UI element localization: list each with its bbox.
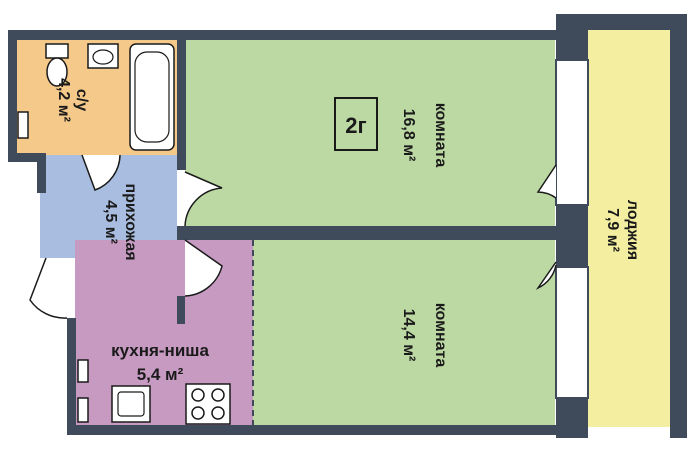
apartment-type-box: [334, 97, 378, 151]
bathroom-area: 4,2 м²: [55, 78, 72, 122]
loggia-floor: [586, 30, 670, 427]
hallway-area: 4,5 м²: [102, 200, 119, 244]
sink: [87, 43, 119, 69]
bathroom-name: с/у: [73, 89, 90, 111]
room-bottom-name: комната: [432, 303, 449, 368]
apartment-type-label: 2г: [345, 113, 366, 138]
room-bottom-floor: [253, 240, 555, 427]
door-swings: [29, 154, 557, 319]
kitchen-cabinet: [77, 397, 89, 423]
room-top-name: комната: [432, 103, 449, 168]
loggia-area: 7,9 м²: [604, 208, 621, 252]
hall-closet: [77, 359, 89, 383]
room-top-area: 16,8 м²: [400, 109, 417, 162]
room-top-floor: [185, 40, 555, 228]
room-bottom-area: 14,4 м²: [400, 309, 417, 362]
stove: [185, 383, 231, 425]
bathtub: [129, 43, 175, 151]
kitchen-sink: [111, 385, 151, 423]
window-frames: [555, 59, 589, 399]
kitchen-name: кухня-ниша: [111, 341, 209, 360]
loggia-glazing: [671, 40, 680, 420]
washing-machine: [17, 111, 29, 139]
kitchen-area: 5,4 м²: [137, 365, 184, 384]
hallway-name: прихожая: [122, 183, 139, 260]
loggia-name: лоджия: [624, 200, 641, 260]
toilet: [45, 43, 69, 87]
